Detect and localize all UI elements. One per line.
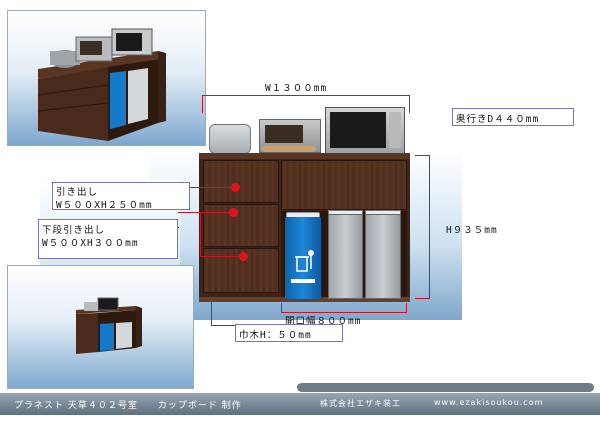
- drawer-marker-dot-1: [231, 183, 240, 192]
- lower-drawer-label-box: [38, 219, 178, 259]
- width-dimension-line: [202, 95, 410, 96]
- height-dimension-line: [429, 155, 430, 298]
- plinth-height-label: 巾木H：５０mm: [239, 330, 312, 341]
- width-dimension-label: W１３００mm: [265, 83, 328, 94]
- height-dimension-label: H９３５mm: [446, 225, 498, 236]
- upper-drawer-leader-line: [190, 187, 235, 188]
- cupboard-upper-panel: [281, 160, 407, 210]
- height-dimension-tick-top: [415, 155, 429, 156]
- opening-width-label: 開口幅８００mm: [285, 316, 362, 327]
- width-dimension-tick-right: [409, 95, 410, 113]
- cupboard-plinth: [199, 297, 410, 302]
- opening-dimension-tick-right: [406, 303, 407, 313]
- cupboard-perspective-illustration-small: [76, 297, 142, 354]
- lower-drawer-leader-stub: [178, 227, 179, 228]
- perspective-view-thumbnail-bottom: [7, 265, 194, 389]
- opening-dimension-tick-left: [281, 303, 282, 313]
- lower-drawer-leader-horizontal: [200, 256, 242, 257]
- opening-dimension-line: [281, 312, 407, 313]
- upper-drawer-size: W５００XH２５０mm: [56, 200, 153, 211]
- footer-website-url: www.ezakisoukou.com: [434, 398, 544, 407]
- footer-company-name: 株式会社エザキ装工: [320, 399, 401, 408]
- blue-recycle-bin-illustration: [285, 217, 321, 299]
- lower-drawer-size: W５００XH３００mm: [42, 238, 139, 249]
- upper-drawer-label-box: [52, 182, 190, 210]
- cupboard-perspective-illustration: [37, 28, 166, 141]
- gray-bin-right: [365, 214, 401, 299]
- upper-drawer-title: 引き出し: [56, 187, 99, 198]
- rice-cooker-illustration: [209, 124, 251, 154]
- microwave-window: [330, 112, 386, 148]
- drawer-marker-dot-3: [239, 252, 248, 261]
- food-tray-illustration: [262, 146, 316, 152]
- height-dimension-tick-bottom: [415, 298, 430, 299]
- lower-drawer-title: 下段引き出し: [42, 225, 106, 236]
- cupboard-countertop: [199, 153, 410, 159]
- lower-drawer-leader-top: [178, 212, 232, 213]
- recycle-bin-icon: [291, 250, 315, 283]
- lower-drawer-leader-vertical: [200, 212, 201, 256]
- depth-label-box: [452, 108, 574, 126]
- footer-decorative-pill: [297, 383, 594, 392]
- toaster-oven-window: [265, 125, 303, 143]
- microwave-control-panel: [389, 112, 401, 148]
- footer-project-title: プラネスト 天草４０２号室 カップボード 制作: [14, 401, 242, 411]
- drawer-upper: [203, 160, 279, 203]
- plinth-leader-line-vertical: [211, 302, 212, 326]
- drawer-middle: [203, 204, 279, 247]
- drawer-marker-dot-2: [229, 208, 238, 217]
- width-dimension-tick-left: [202, 95, 203, 113]
- plinth-label-box: [235, 324, 343, 342]
- plinth-leader-line-horizontal: [211, 325, 236, 326]
- perspective-view-thumbnail-top: [7, 10, 206, 146]
- footer-bar: [0, 393, 600, 415]
- gray-bin-left: [328, 214, 363, 299]
- depth-dimension-label: 奥行きD４４０mm: [456, 114, 540, 125]
